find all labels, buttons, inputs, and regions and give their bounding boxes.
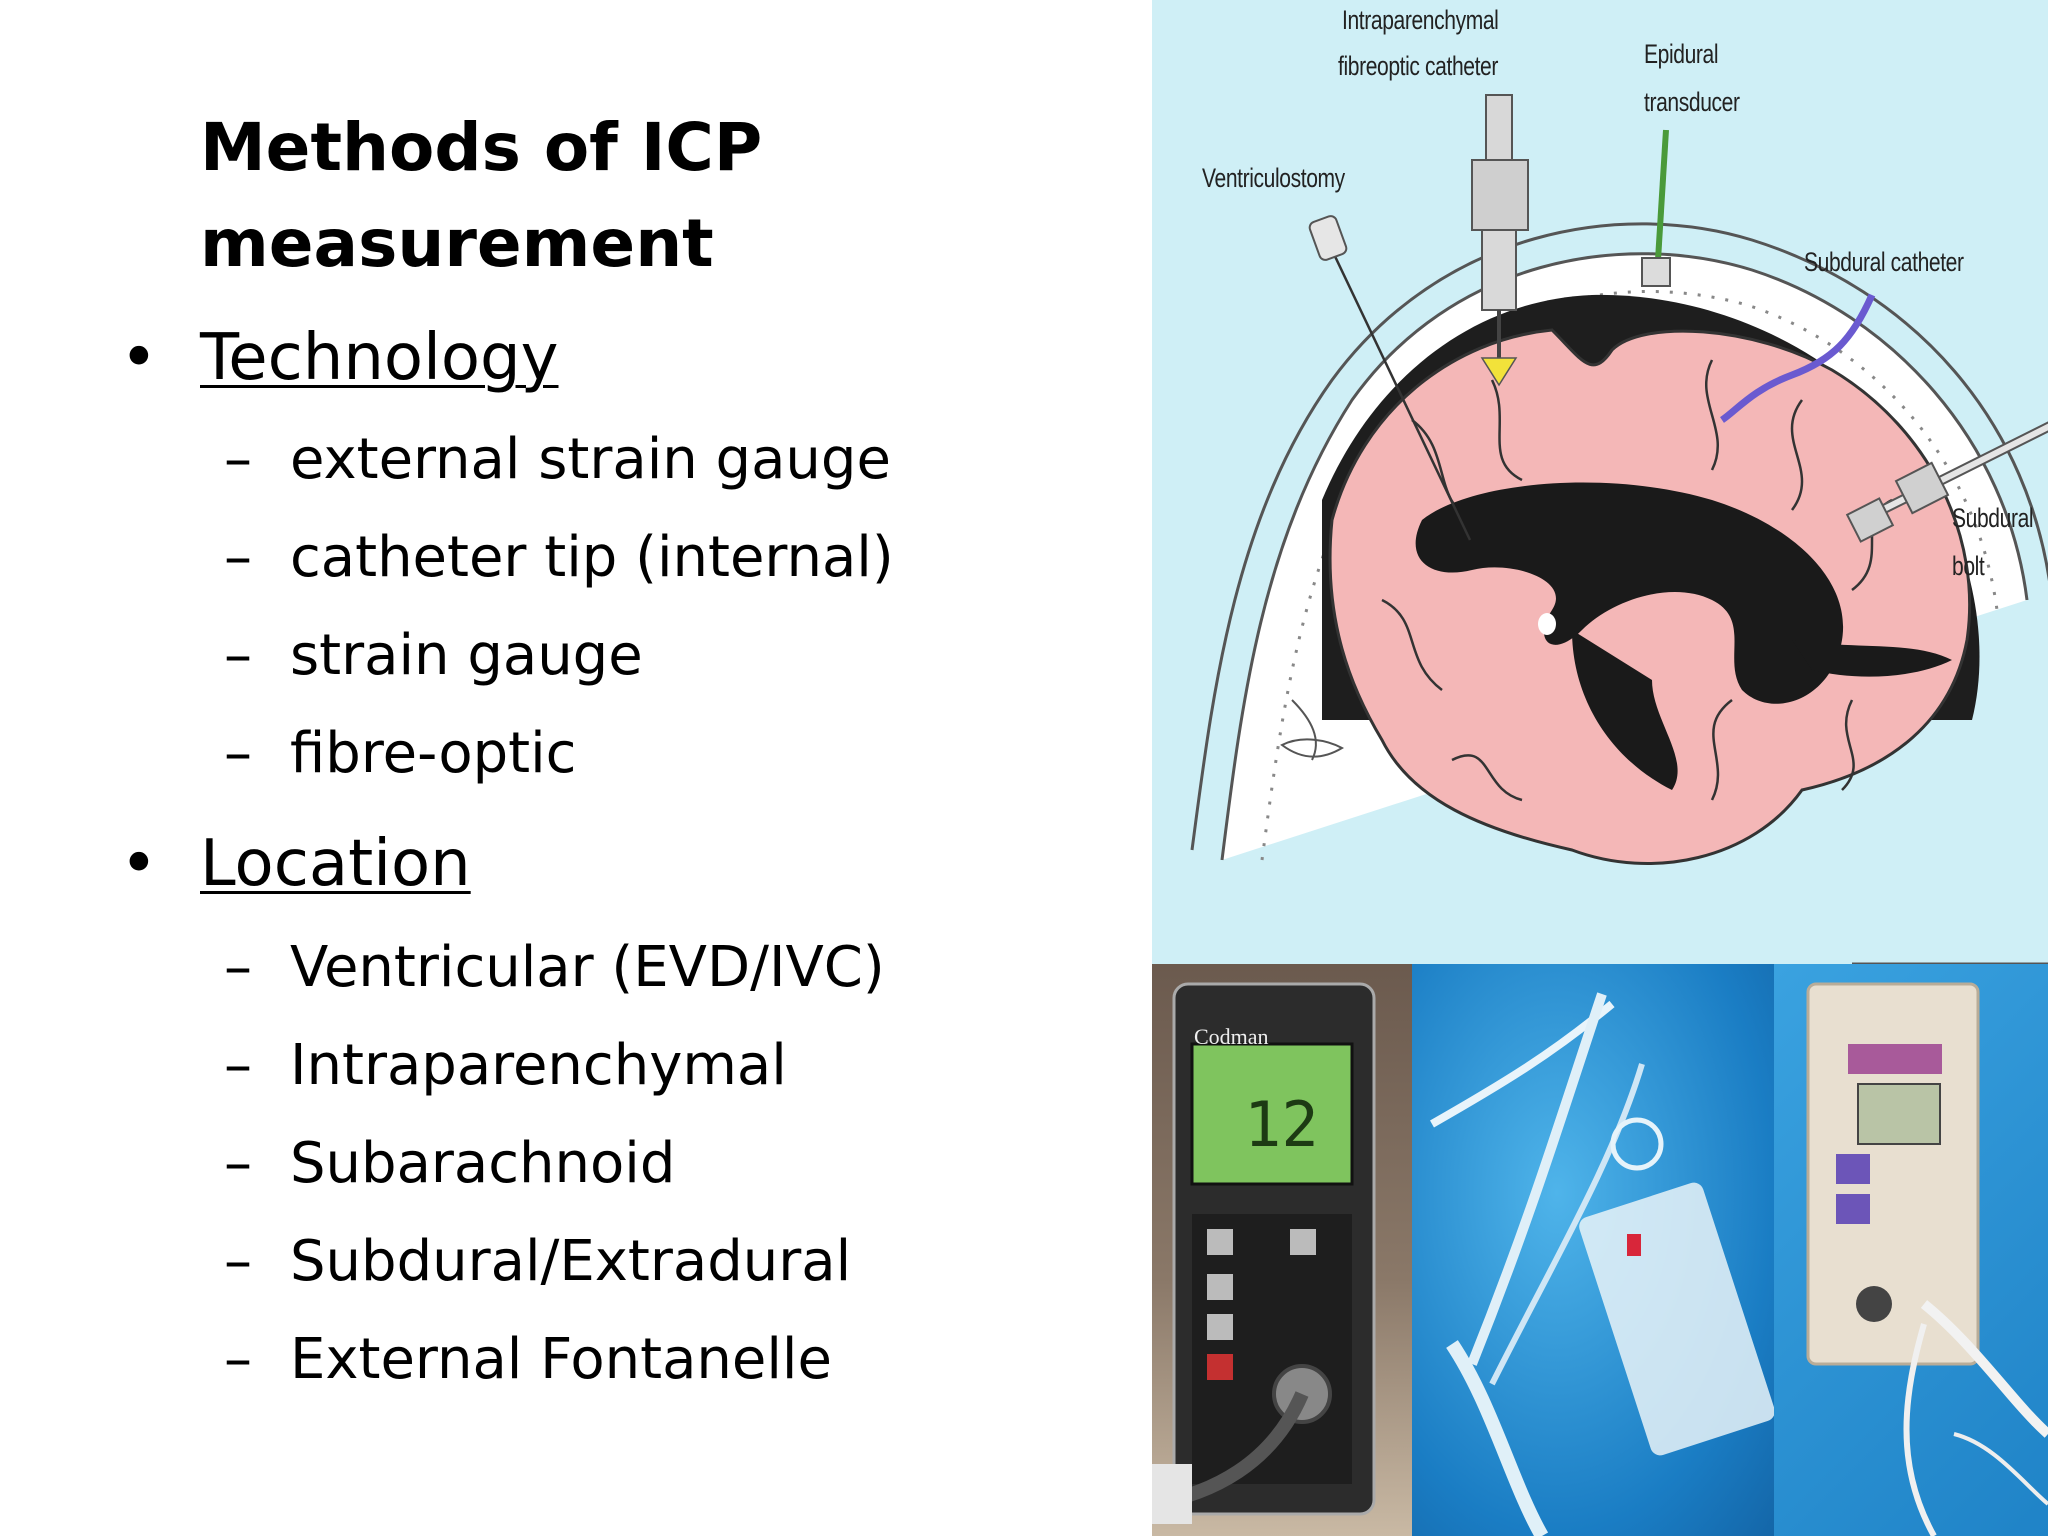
monitor-device (1152, 982, 1376, 1524)
list-item: –fibre-optic (224, 718, 576, 790)
label-ventriculostomy: Ventriculostomy (1202, 163, 1345, 193)
list-item: –strain gauge (224, 620, 643, 692)
bullet-dot: • (120, 827, 158, 901)
slide-title: Methods of ICP measurement (200, 100, 1100, 292)
list-item-text: catheter tip (internal) (290, 525, 894, 590)
label-intraparenchymal: Intraparenchymal (1342, 5, 1499, 35)
bullet-technology: • Technology (120, 318, 559, 398)
monitor-reading: 12 (1244, 1088, 1319, 1161)
list-item-text: Ventricular (EVD/IVC) (290, 935, 885, 1000)
list-item: –Subdural/Extradural (224, 1226, 851, 1298)
label-epidural: Epidural (1644, 39, 1719, 69)
catheter-kit-photo (1412, 964, 1774, 1536)
dash: – (224, 721, 252, 786)
label-fibreoptic: fibreoptic catheter (1338, 51, 1498, 81)
dash: – (224, 1033, 252, 1098)
transducer-module-photo (1774, 964, 2048, 1536)
icp-diagram: Intraparenchymal fibreoptic catheter Epi… (1152, 0, 2048, 964)
list-item-text: External Fontanelle (290, 1327, 832, 1392)
monitor-brand: Codman (1194, 1024, 1269, 1049)
icp-monitor-photo: Codman 12 (1152, 964, 1412, 1536)
list-item: –Subarachnoid (224, 1128, 675, 1200)
transducer-module (1806, 982, 2048, 1536)
list-item: –Intraparenchymal (224, 1030, 787, 1102)
title-line-2: measurement (200, 205, 714, 282)
list-item-text: Subdural/Extradural (290, 1229, 852, 1294)
title-line-1: Methods of ICP (200, 109, 763, 186)
dash: – (224, 525, 252, 590)
list-item-text: fibre-optic (290, 721, 577, 786)
list-item-text: external strain gauge (290, 427, 891, 492)
dash: – (224, 935, 252, 1000)
list-item: –Ventricular (EVD/IVC) (224, 932, 885, 1004)
label-transducer: transducer (1644, 87, 1740, 117)
catheter-kit (1430, 992, 1774, 1536)
list-item-text: strain gauge (290, 623, 643, 688)
dash: – (224, 1131, 252, 1196)
dash: – (224, 623, 252, 688)
brain-illustration (1190, 94, 2048, 964)
dash: – (224, 1229, 252, 1294)
photo-strip: Codman 12 (1152, 964, 2048, 1536)
bullet-location: • Location (120, 824, 471, 904)
label-subdural: Subdural (1952, 503, 2034, 533)
list-item: –catheter tip (internal) (224, 522, 894, 594)
section-heading: Technology (200, 321, 559, 395)
list-item-text: Subarachnoid (290, 1131, 676, 1196)
dash: – (224, 427, 252, 492)
list-item: –External Fontanelle (224, 1324, 832, 1396)
list-item-text: Intraparenchymal (290, 1033, 787, 1098)
label-bolt: bolt (1952, 551, 1985, 581)
list-item: –external strain gauge (224, 424, 891, 496)
bullet-dot: • (120, 321, 158, 395)
section-heading: Location (200, 827, 471, 901)
label-subdural-catheter: Subdural catheter (1804, 247, 1964, 277)
dash: – (224, 1327, 252, 1392)
